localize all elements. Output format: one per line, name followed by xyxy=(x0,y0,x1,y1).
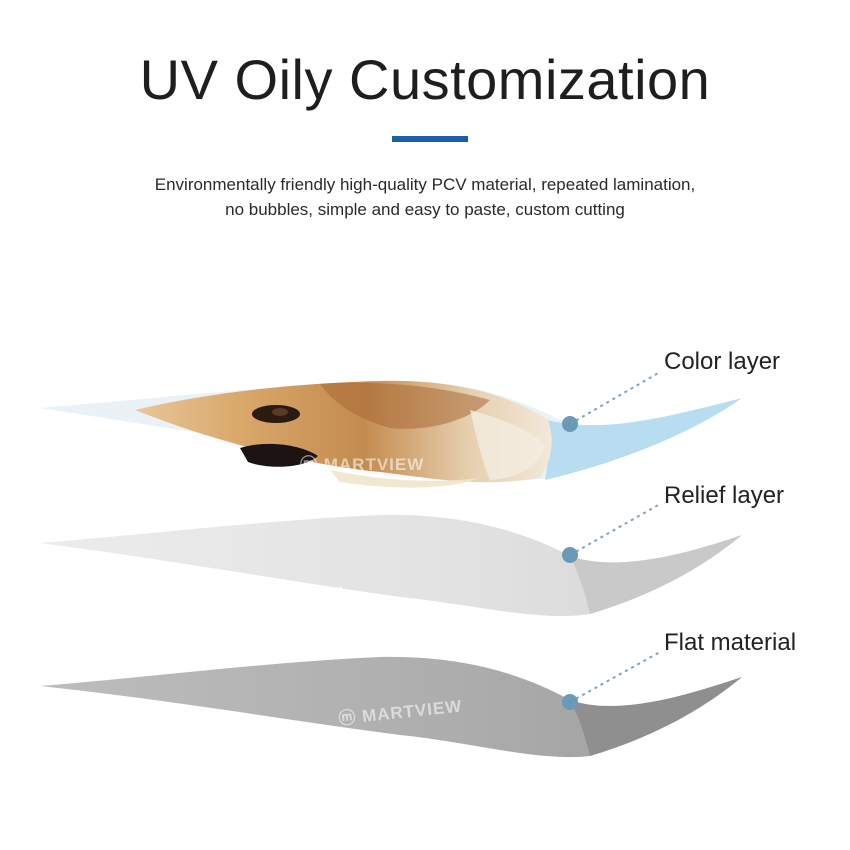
watermark-color-layer: ⓜ MARTVIEW xyxy=(300,455,425,474)
page-title: UV Oily Customization xyxy=(139,48,711,111)
watermark-logo-icon: ⓜ xyxy=(337,707,364,729)
watermark-logo-icon: ⓜ xyxy=(300,455,324,474)
label-flat-material: Flat material xyxy=(664,629,797,656)
label-color-layer: Color layer xyxy=(664,348,781,375)
color-layer-dot xyxy=(562,416,578,432)
flat-material-dot xyxy=(562,694,578,710)
leader-relief-layer xyxy=(562,503,661,563)
page-subtitle: Environmentally friendly high-quality PC… xyxy=(0,172,850,222)
relief-layer xyxy=(40,514,742,617)
label-relief-layer: Relief layer xyxy=(664,482,785,509)
leader-flat-material xyxy=(562,651,661,710)
color-layer xyxy=(40,380,742,488)
flat-material-layer xyxy=(40,656,742,758)
leader-color-layer xyxy=(562,371,661,432)
relief-layer-dot xyxy=(562,547,578,563)
subtitle-line-2: no bubbles, simple and easy to paste, cu… xyxy=(225,200,625,219)
subtitle-line-1: Environmentally friendly high-quality PC… xyxy=(154,175,696,194)
title-underline xyxy=(392,136,468,142)
